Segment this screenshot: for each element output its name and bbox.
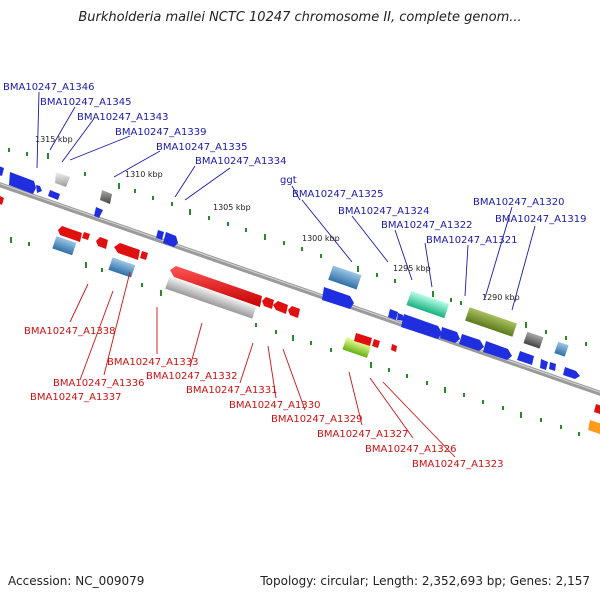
gene-arrow <box>563 367 580 379</box>
map-title: Burkholderia mallei NCTC 10247 chromosom… <box>78 10 522 25</box>
gene-label: BMA10247_A1324 <box>338 206 429 217</box>
gene-arrow <box>170 266 262 307</box>
gene-arrow <box>96 237 108 249</box>
reverse-leader-lines <box>69 271 456 458</box>
gene-arrow <box>48 190 60 200</box>
gene-arrow <box>262 297 274 309</box>
gene-arrow <box>165 276 257 319</box>
gene-arrow <box>328 265 362 290</box>
gene-arrow <box>100 190 112 204</box>
gene-label: BMA10247_A1322 <box>381 220 472 231</box>
gene-arrow <box>459 334 484 351</box>
gene-arrow <box>82 232 90 240</box>
gene-arrow <box>372 339 380 348</box>
gene-arrow <box>288 306 300 318</box>
gene-arrow <box>391 344 397 352</box>
gene-arrow <box>406 290 450 319</box>
kbp-labels: 1315 kbp 1310 kbp 1305 kbp 1300 kbp 1295… <box>35 135 520 302</box>
gene-arrow <box>163 232 178 247</box>
gene-label: BMA10247_A1339 <box>115 127 206 138</box>
gene-arrow <box>549 362 556 371</box>
gene-arrow <box>554 341 569 357</box>
gene-label: BMA10247_A1321 <box>426 235 517 246</box>
reverse-gene-labels[interactable]: BMA10247_A1338 BMA10247_A1333 BMA10247_A… <box>24 326 503 470</box>
gene-arrow <box>156 230 164 240</box>
kbp-label: 1305 kbp <box>213 203 251 212</box>
gene-label: BMA10247_A1335 <box>156 142 247 153</box>
gene-arrow <box>108 257 136 278</box>
gene-arrow <box>9 172 36 194</box>
kbp-label: 1300 kbp <box>302 234 340 243</box>
gene-label: BMA10247_A1345 <box>40 97 131 108</box>
gene-label: BMA10247_A1323 <box>412 459 503 470</box>
gene-arrow <box>114 243 140 260</box>
gene-label: BMA10247_A1332 <box>146 371 237 382</box>
gene-arrow <box>517 351 534 365</box>
gene-label: BMA10247_A1326 <box>365 444 456 455</box>
gene-arrow <box>94 207 103 218</box>
forward-leader-lines <box>36 91 536 311</box>
gene-arrow <box>388 309 398 320</box>
gene-arrow <box>540 359 548 370</box>
gene-label: BMA10247_A1336 <box>53 378 144 389</box>
forward-gene-labels[interactable]: BMA10247_A1346 BMA10247_A1345 BMA10247_A… <box>3 82 586 246</box>
kbp-label: 1310 kbp <box>125 170 163 179</box>
gene-label: BMA10247_A1319 <box>495 214 586 225</box>
gene-label: BMA10247_A1338 <box>24 326 115 337</box>
gene-arrow <box>0 196 4 205</box>
gene-label: BMA10247_A1346 <box>3 82 94 93</box>
gene-label: BMA10247_A1325 <box>292 189 383 200</box>
kbp-label: 1295 kbp <box>393 264 431 273</box>
gene-arrow <box>0 166 4 176</box>
gene-arrow <box>354 333 372 346</box>
gene-arrow <box>55 172 70 187</box>
gene-arrow <box>588 420 600 434</box>
gene-arrow <box>401 314 442 339</box>
gene-arrow <box>52 236 77 256</box>
gene-arrow <box>594 404 600 414</box>
gene-label: BMA10247_A1337 <box>30 392 121 403</box>
gene-label: BMA10247_A1329 <box>271 414 362 425</box>
tick-marks-lower <box>10 237 580 436</box>
reverse-genes[interactable] <box>0 196 600 434</box>
gene-arrow <box>322 287 354 309</box>
gene-arrow <box>440 327 460 343</box>
gene-label: BMA10247_A1320 <box>473 197 564 208</box>
accession-label: Accession: NC_009079 <box>8 574 145 588</box>
kbp-label: 1290 kbp <box>482 293 520 302</box>
tick-marks-upper <box>8 148 587 346</box>
gene-arrow <box>273 301 288 314</box>
gene-arrow <box>36 185 42 193</box>
gene-label: BMA10247_A1334 <box>195 156 286 167</box>
gene-arrow <box>342 337 372 358</box>
chromosome-backbone <box>0 182 600 396</box>
forward-genes[interactable] <box>0 165 580 379</box>
gene-arrow <box>397 313 404 321</box>
gene-arrow <box>523 331 544 349</box>
topology-label: Topology: circular; Length: 2,352,693 bp… <box>260 574 590 588</box>
gene-label: BMA10247_A1327 <box>317 429 408 440</box>
gene-label: ggt <box>280 175 297 186</box>
gene-arrow <box>483 341 512 360</box>
gene-arrow <box>58 226 82 242</box>
gene-arrow <box>465 307 517 337</box>
gene-arrow <box>140 251 148 260</box>
gene-label: BMA10247_A1333 <box>107 357 198 368</box>
kbp-label: 1315 kbp <box>35 135 73 144</box>
gene-label: BMA10247_A1331 <box>186 385 277 396</box>
gene-label: BMA10247_A1330 <box>229 400 320 411</box>
gene-label: BMA10247_A1343 <box>77 112 168 123</box>
